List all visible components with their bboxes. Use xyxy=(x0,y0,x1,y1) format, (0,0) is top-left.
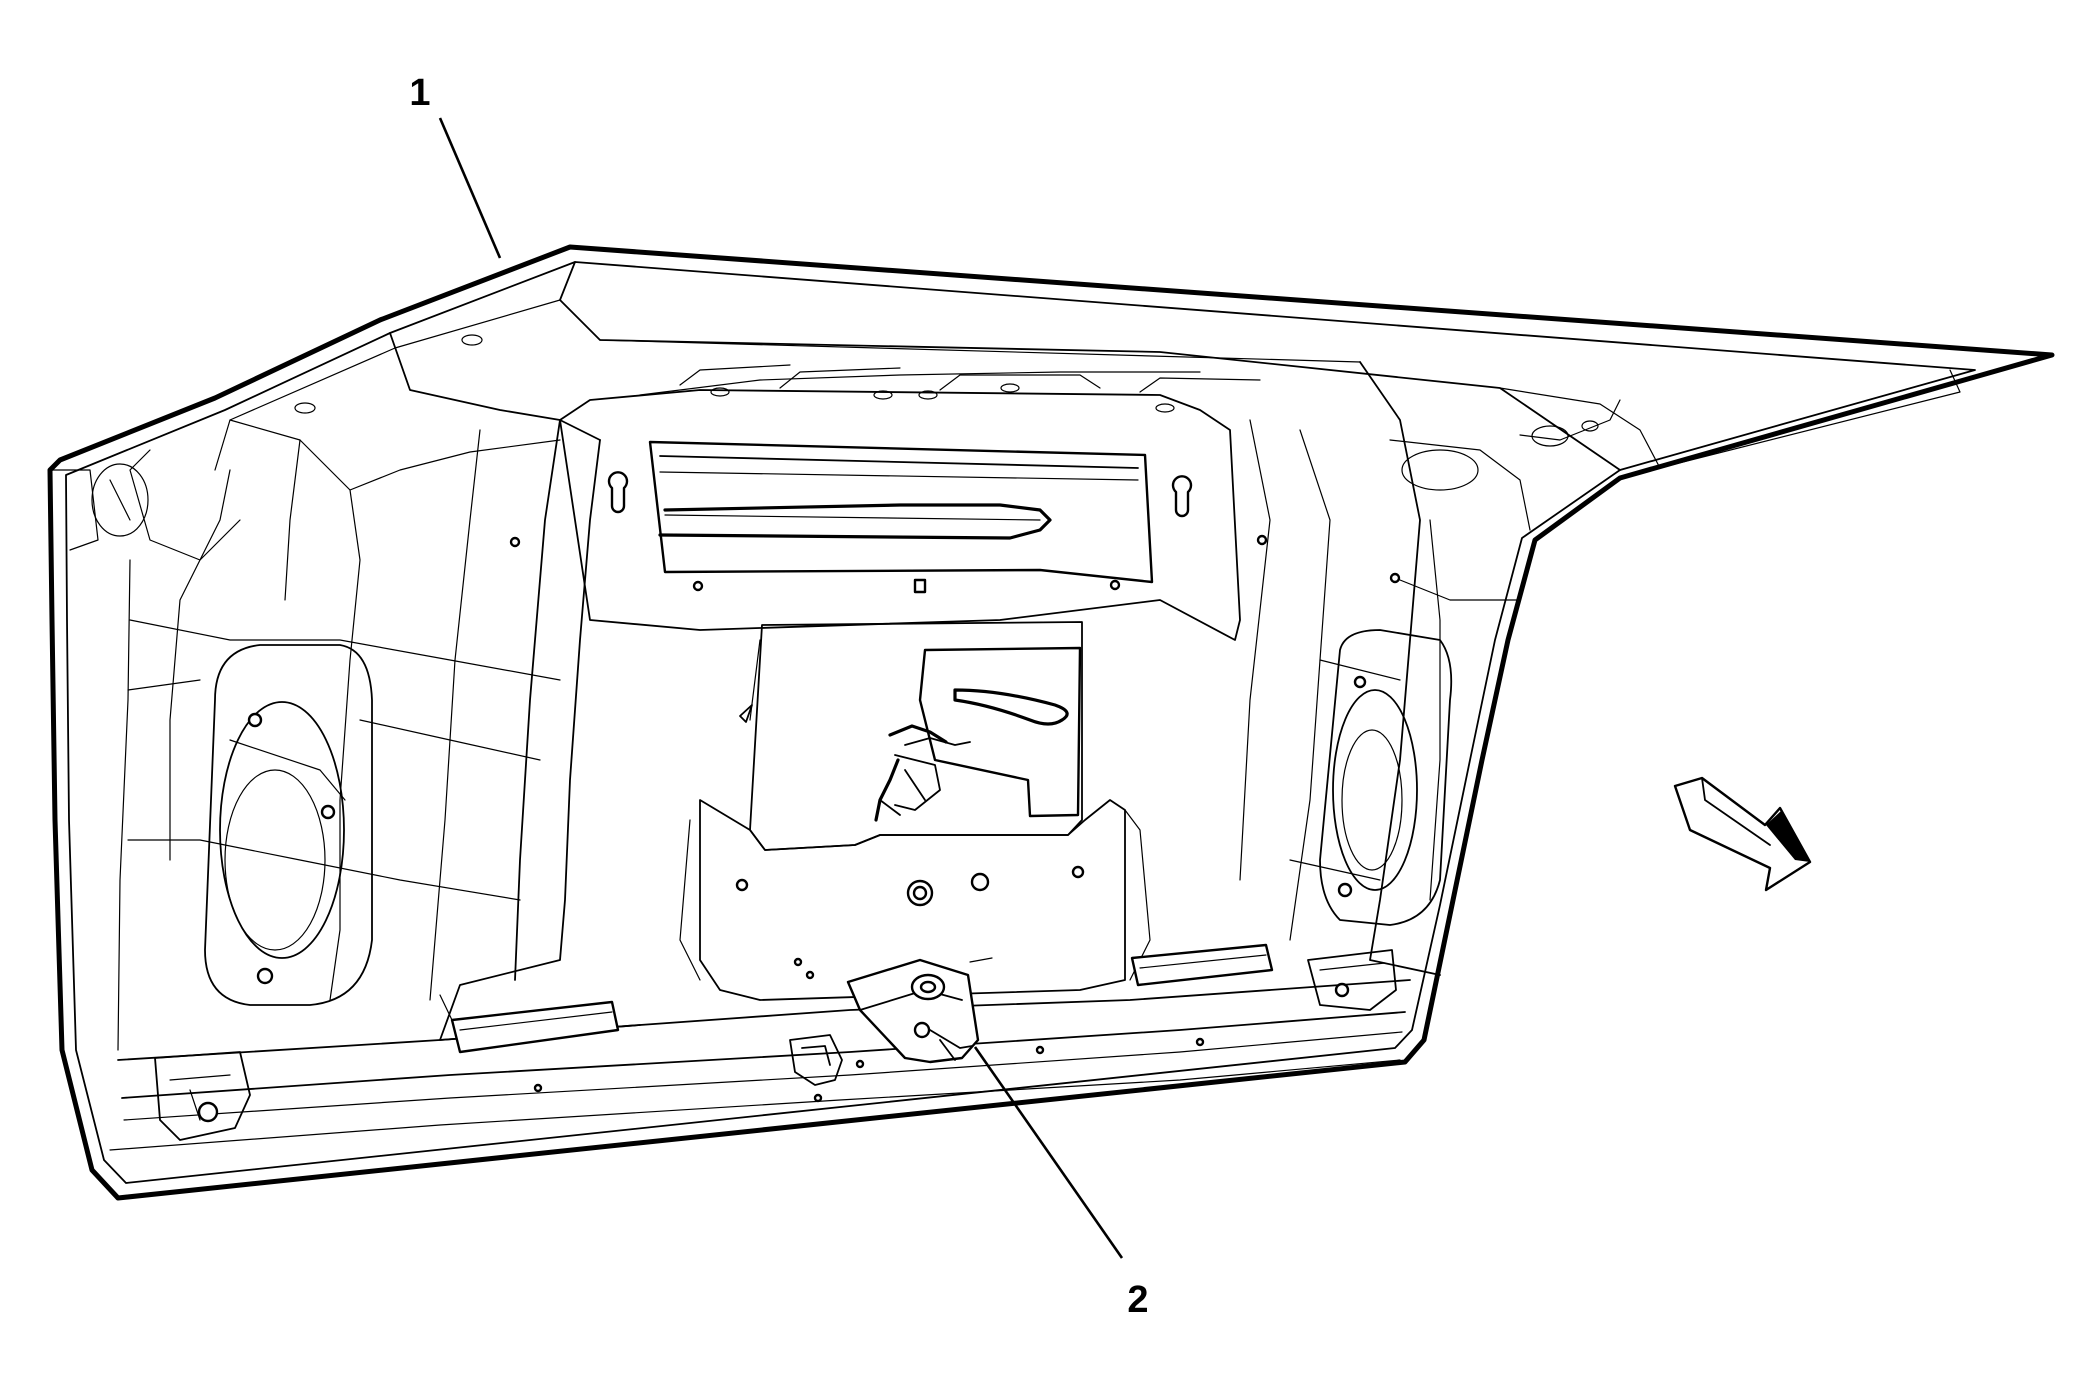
leader-line-1 xyxy=(438,117,502,259)
latch-mounting-panel xyxy=(679,799,1151,1001)
callout-2-label: 2 xyxy=(1127,1279,1148,1321)
leader-line-2 xyxy=(973,1046,1124,1259)
callout-1-label: 1 xyxy=(409,72,430,114)
center-reinforcement-panel xyxy=(509,364,1401,641)
right-speaker-pocket xyxy=(1319,629,1453,926)
direction-arrow-icon xyxy=(1673,776,1812,892)
lower-flange xyxy=(109,943,1411,1151)
deck-lid-latch xyxy=(846,958,980,1064)
latch-access-opening xyxy=(739,621,1083,851)
deck-lid-panel xyxy=(47,244,2055,1201)
left-speaker-pocket xyxy=(204,644,373,1006)
